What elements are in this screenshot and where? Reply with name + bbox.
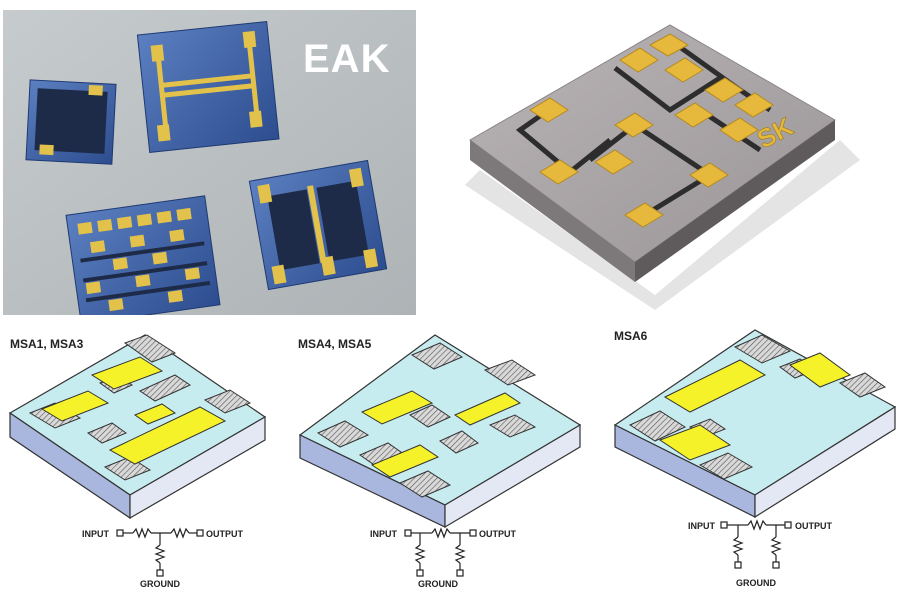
substrate-side-left xyxy=(470,140,635,282)
input-label: INPUT xyxy=(82,529,110,539)
schematic-pi xyxy=(720,519,792,569)
diagram-msa1-msa3: MSA1, MSA3 xyxy=(8,334,267,589)
output-label: OUTPUT xyxy=(479,529,517,539)
chip-dual-film xyxy=(248,159,388,291)
input-label: INPUT xyxy=(688,521,716,531)
diagram-title: MSA6 xyxy=(614,329,648,343)
chip-grid xyxy=(65,195,221,325)
ground-label: GROUND xyxy=(736,578,776,588)
schematic-pi xyxy=(404,527,477,577)
diagram-title: MSA4, MSA5 xyxy=(298,337,372,351)
input-label: INPUT xyxy=(370,529,398,539)
substrate-render: SK xyxy=(440,0,900,310)
chip-top xyxy=(136,20,280,154)
chip-small xyxy=(25,79,117,165)
output-label: OUTPUT xyxy=(795,521,833,531)
diagram-msa6: MSA6 xyxy=(613,329,897,588)
diagram-msa4-msa5: MSA4, MSA5 xyxy=(298,334,582,589)
schematic-tee xyxy=(116,527,204,577)
watermark-logo: EAK xyxy=(303,37,390,81)
diagram-title: MSA1, MSA3 xyxy=(10,337,84,351)
ground-label: GROUND xyxy=(140,579,180,589)
substrate-side-right xyxy=(635,120,835,282)
output-label: OUTPUT xyxy=(206,529,244,539)
attenuator-diagrams: MSA1, MSA3 xyxy=(0,315,903,595)
chip-photo-left: EAK xyxy=(3,10,416,325)
ground-label: GROUND xyxy=(418,579,458,589)
pads xyxy=(529,33,774,228)
